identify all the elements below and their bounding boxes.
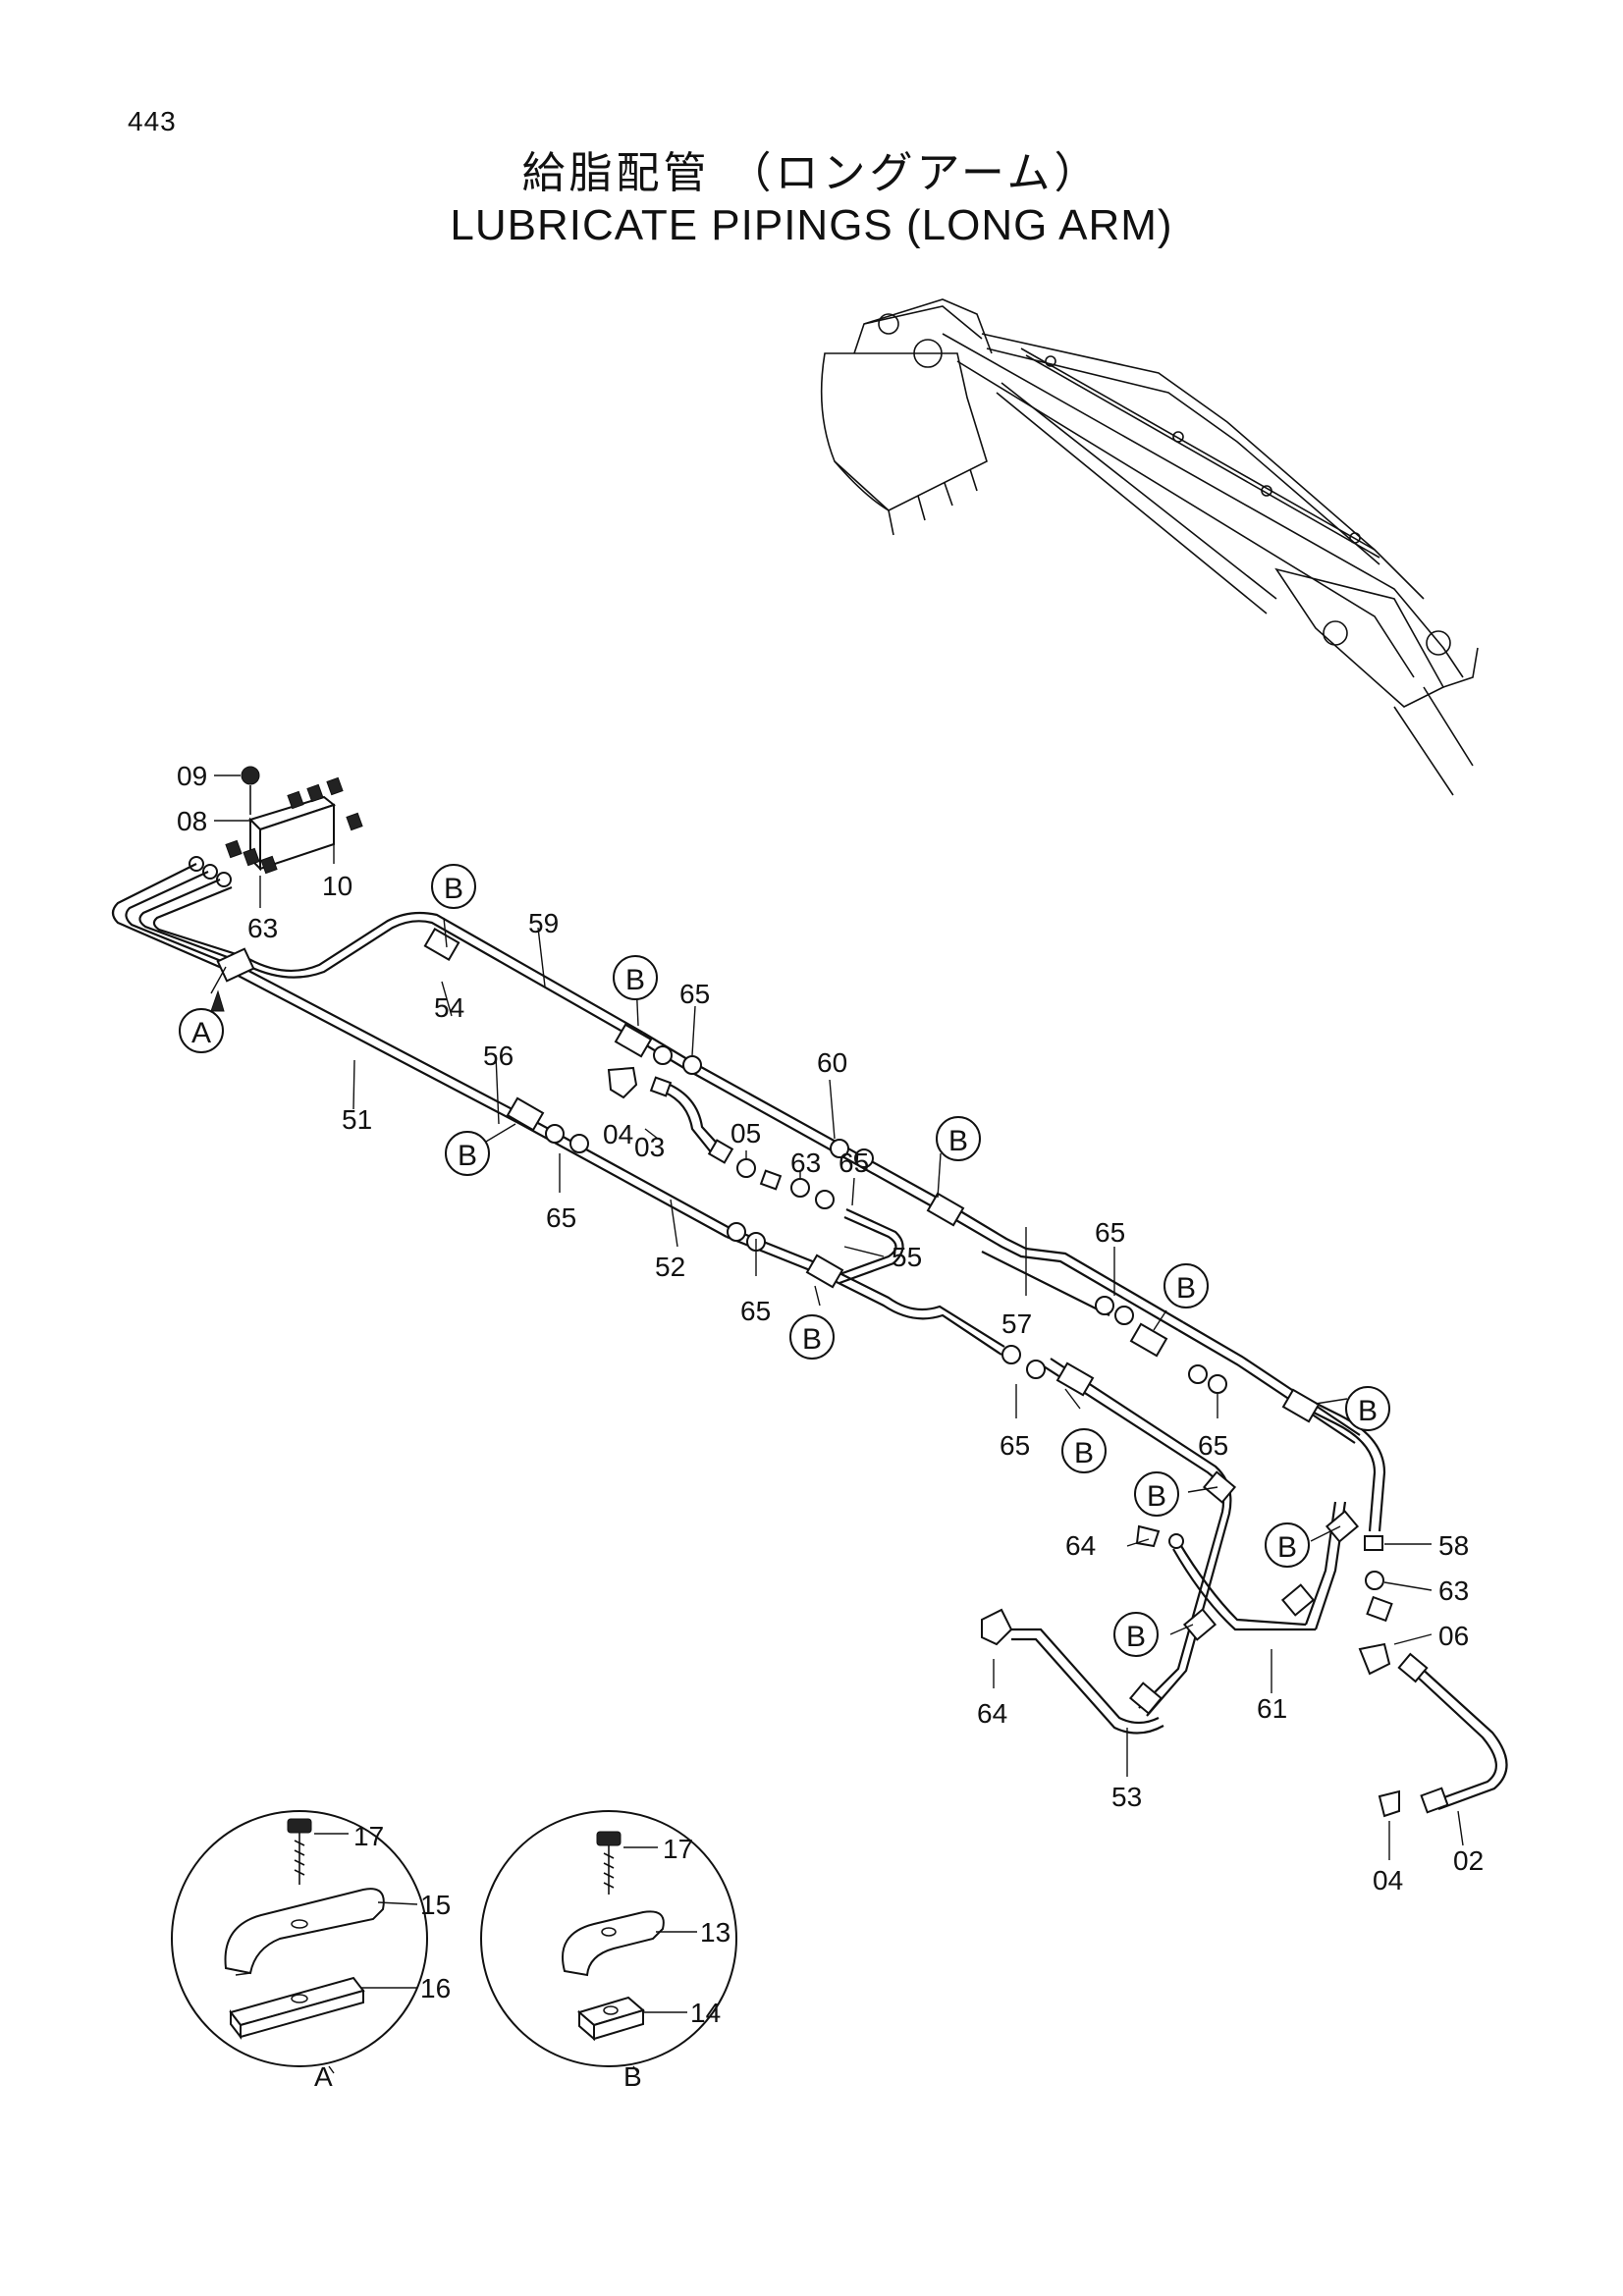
part-label-09: 09 bbox=[177, 761, 207, 791]
part-label-04-a: 04 bbox=[603, 1119, 633, 1149]
callout-b1-label: B bbox=[444, 873, 463, 905]
part-label-52: 52 bbox=[655, 1252, 685, 1282]
callout-b4: B bbox=[936, 1116, 981, 1161]
part-label-60: 60 bbox=[817, 1047, 847, 1078]
callout-b6: B bbox=[1163, 1263, 1209, 1308]
title-english: LUBRICATE PIPINGS (LONG ARM) bbox=[450, 201, 1173, 249]
part-label-05: 05 bbox=[730, 1118, 761, 1148]
title-japanese: 給脂配管 （ロングアーム） bbox=[521, 148, 1102, 198]
part-label-64-a: 64 bbox=[1065, 1530, 1096, 1561]
callout-b7: B bbox=[1345, 1386, 1390, 1431]
detail-a-clamp: 17 15 16 A bbox=[171, 1810, 451, 2092]
part-label-64-b: 64 bbox=[977, 1698, 1007, 1729]
callout-b6-label: B bbox=[1176, 1272, 1196, 1305]
callout-b8-label: B bbox=[1074, 1437, 1094, 1469]
callout-b7-label: B bbox=[1358, 1395, 1378, 1427]
part-label-61: 61 bbox=[1257, 1693, 1287, 1724]
part-label-56: 56 bbox=[483, 1041, 514, 1071]
detail-a-bolt-label: 17 bbox=[353, 1821, 384, 1851]
part-label-63-c: 63 bbox=[1438, 1575, 1469, 1606]
part-label-65-a: 65 bbox=[679, 979, 710, 1009]
part-label-65-e: 65 bbox=[1095, 1217, 1125, 1248]
callout-a-label: A bbox=[191, 1017, 211, 1049]
callout-b9: B bbox=[1134, 1471, 1179, 1517]
callout-b5: B bbox=[789, 1314, 835, 1360]
part-label-04-b: 04 bbox=[1373, 1865, 1403, 1896]
page-number: 443 bbox=[128, 106, 177, 136]
part-label-59: 59 bbox=[528, 908, 559, 938]
part-label-57: 57 bbox=[1001, 1308, 1032, 1339]
clamps-fittings bbox=[216, 927, 1449, 1818]
part-label-08: 08 bbox=[177, 806, 207, 836]
part-label-06: 06 bbox=[1438, 1621, 1469, 1651]
detail-b-plate-label: 14 bbox=[690, 1998, 721, 2028]
part-label-65-g: 65 bbox=[1000, 1430, 1030, 1461]
detail-b-bolt-label: 17 bbox=[663, 1834, 693, 1864]
detail-b-clamp-label: 13 bbox=[700, 1917, 730, 1948]
detail-b-title: B bbox=[623, 2061, 642, 2092]
detail-b-clamp: 17 13 14 B bbox=[480, 1810, 737, 2092]
part-label-55: 55 bbox=[892, 1242, 922, 1272]
callout-b11-label: B bbox=[1126, 1621, 1146, 1653]
part-label-51: 51 bbox=[342, 1104, 372, 1135]
excavator-arm-illustration bbox=[820, 298, 1479, 796]
part-label-65-d: 65 bbox=[740, 1296, 771, 1326]
part-number-labels: 09 08 10 63 59 54 56 51 65 60 04 03 05 6… bbox=[177, 761, 1484, 1896]
part-label-03: 03 bbox=[634, 1132, 665, 1162]
callout-b3-label: B bbox=[458, 1140, 477, 1172]
callout-b8: B bbox=[1061, 1428, 1107, 1473]
part-label-65-c: 65 bbox=[546, 1202, 576, 1233]
detail-a-plate-label: 16 bbox=[420, 1973, 451, 2003]
part-label-02: 02 bbox=[1453, 1845, 1484, 1876]
callout-a: A bbox=[179, 989, 225, 1053]
part-label-65-b: 65 bbox=[839, 1148, 869, 1178]
grease-block-assembly bbox=[189, 766, 363, 908]
part-label-65-f: 65 bbox=[1198, 1430, 1228, 1461]
detail-a-title: A bbox=[314, 2061, 333, 2092]
callout-b5-label: B bbox=[802, 1323, 822, 1356]
callout-b9-label: B bbox=[1147, 1480, 1166, 1513]
callout-b1: B bbox=[431, 864, 476, 909]
callout-b2: B bbox=[613, 955, 658, 1000]
leader-lines bbox=[210, 917, 1464, 1860]
part-label-63-a: 63 bbox=[247, 913, 278, 943]
part-label-58: 58 bbox=[1438, 1530, 1469, 1561]
callout-b4-label: B bbox=[948, 1125, 968, 1157]
callout-b10-label: B bbox=[1277, 1531, 1297, 1564]
part-label-54: 54 bbox=[434, 992, 464, 1023]
callout-b3: B bbox=[445, 1131, 490, 1176]
detail-a-clamp-label: 15 bbox=[420, 1890, 451, 1920]
part-label-10: 10 bbox=[322, 871, 352, 901]
part-label-53: 53 bbox=[1111, 1782, 1142, 1812]
callout-b2-label: B bbox=[625, 964, 645, 996]
part-label-63-b: 63 bbox=[790, 1148, 821, 1178]
callout-markers: A B B B B B B B bbox=[179, 864, 1390, 1657]
callout-b10: B bbox=[1265, 1522, 1310, 1568]
callout-b11: B bbox=[1113, 1612, 1159, 1657]
